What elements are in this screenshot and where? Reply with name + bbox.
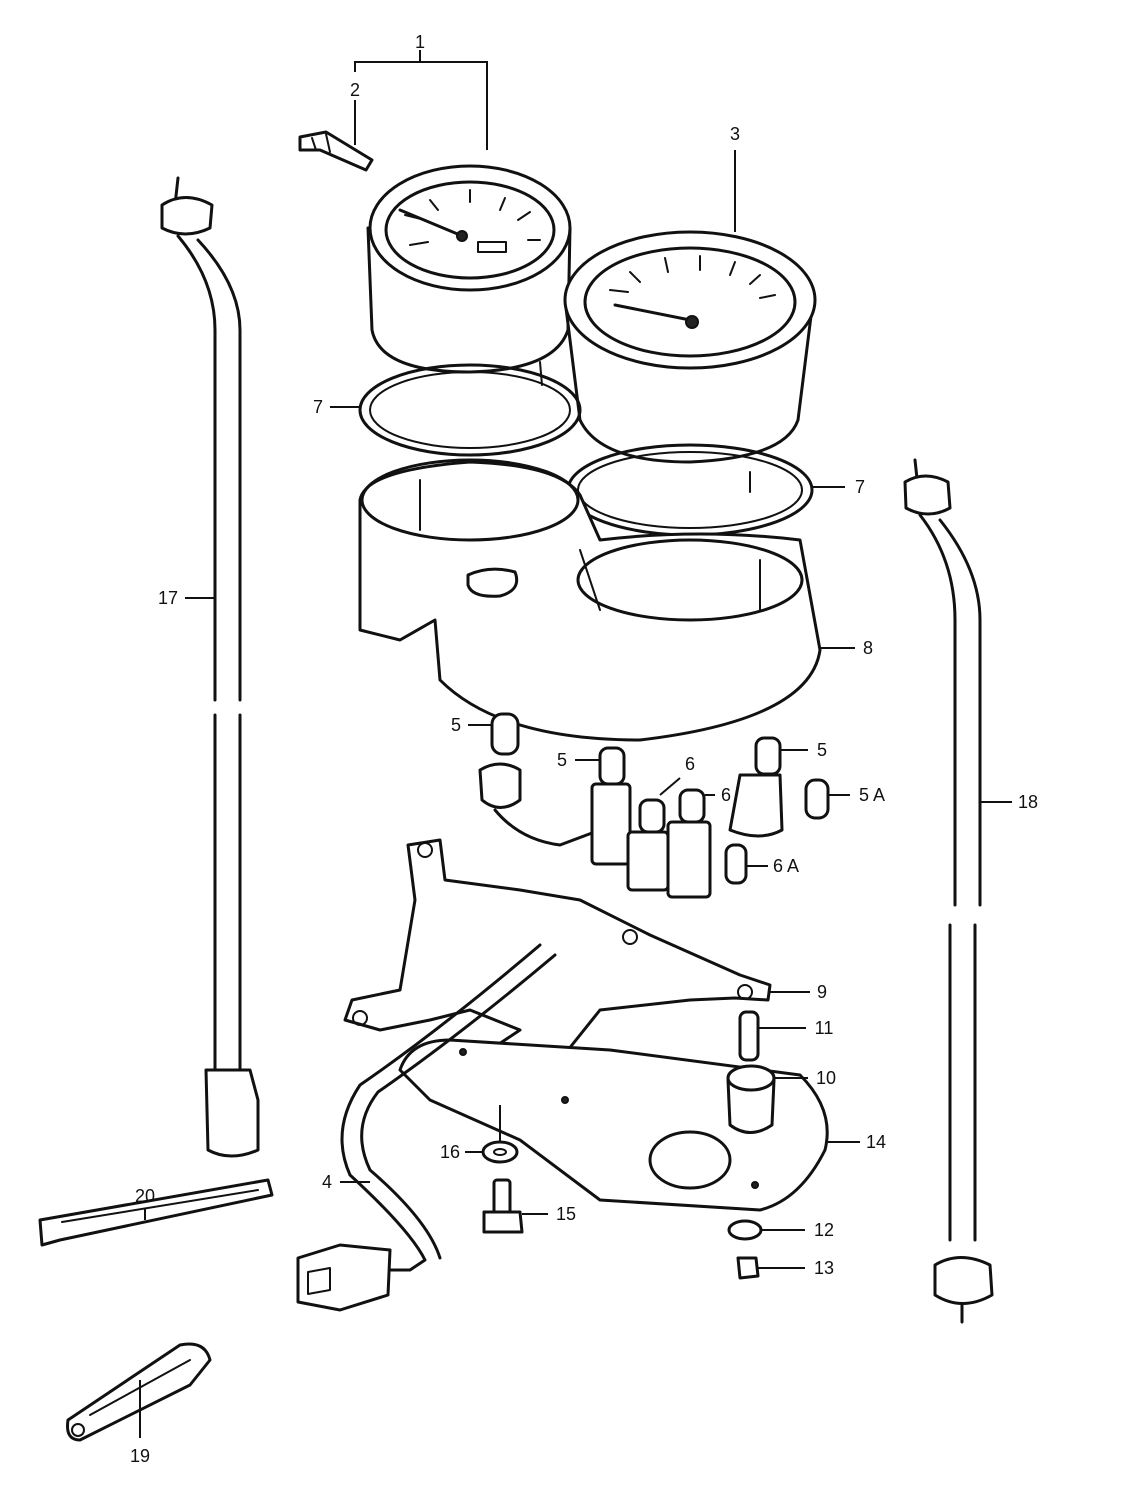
part-clamp-19 [66, 1342, 212, 1442]
part-strap-20 [38, 1178, 274, 1247]
callout-19: 19 [130, 1446, 150, 1466]
callout-20: 20 [135, 1186, 155, 1206]
part-bulb-5-a [490, 712, 520, 756]
part-socket-6-a [626, 798, 670, 892]
callout-11: 11 [815, 1018, 834, 1038]
part-socket-5-b [590, 746, 632, 866]
callout-4: 4 [322, 1172, 332, 1192]
part-ring-7-left [358, 363, 582, 457]
callout-17: 17 [158, 588, 178, 608]
part-bulb-5A [804, 778, 830, 820]
callout-2: 2 [350, 80, 360, 100]
part-meter-case-8 [358, 458, 822, 742]
part-socket-6-b [666, 788, 712, 899]
part-spacer-11 [738, 1010, 760, 1062]
part-washer-12 [727, 1219, 763, 1241]
part-base-plate-14 [398, 1038, 829, 1212]
leader-1 [354, 50, 488, 150]
callout-7-right: 7 [855, 477, 865, 497]
callout-6-a: 6 [685, 754, 695, 774]
leader-16 [465, 1105, 501, 1153]
part-socket-2 [298, 130, 374, 172]
part-nut-13 [736, 1256, 760, 1280]
leader-6-a [659, 777, 681, 796]
part-bolt-15 [482, 1178, 524, 1234]
part-grommet-10 [726, 1064, 776, 1134]
callout-1: 1 [415, 32, 425, 52]
callout-16: 16 [440, 1142, 460, 1162]
callout-7-left: 7 [313, 397, 323, 417]
callout-10: 10 [816, 1068, 836, 1088]
part-socket-5-c [728, 736, 784, 838]
callout-14: 14 [866, 1132, 886, 1152]
callout-5-c: 5 [817, 740, 827, 760]
part-speedometer-1 [366, 164, 572, 386]
callout-3: 3 [730, 124, 740, 144]
part-harness-4 [296, 943, 557, 1312]
callout-5-b: 5 [557, 750, 567, 770]
callout-12: 12 [814, 1220, 834, 1240]
part-cable-18 [903, 458, 994, 1324]
part-washer-16 [481, 1140, 519, 1164]
callout-15: 15 [556, 1204, 576, 1224]
callout-9: 9 [817, 982, 827, 1002]
callout-5-a: 5 [451, 715, 461, 735]
callout-6-b: 6 [721, 785, 731, 805]
part-socket-left [478, 762, 602, 847]
callout-labels: 1 2 3 7 7 17 8 5 5 6 5 6 5 A 18 6 A 9 11… [130, 32, 1038, 1466]
leader-lines [139, 50, 1012, 1438]
part-bulb-6A [724, 843, 748, 885]
callout-13: 13 [814, 1258, 834, 1278]
callout-5A: 5 A [859, 785, 885, 805]
part-cable-17 [160, 176, 260, 1158]
part-tachometer-3 [563, 230, 817, 493]
callout-6A: 6 A [773, 856, 799, 876]
callout-18: 18 [1018, 792, 1038, 812]
callout-8: 8 [863, 638, 873, 658]
